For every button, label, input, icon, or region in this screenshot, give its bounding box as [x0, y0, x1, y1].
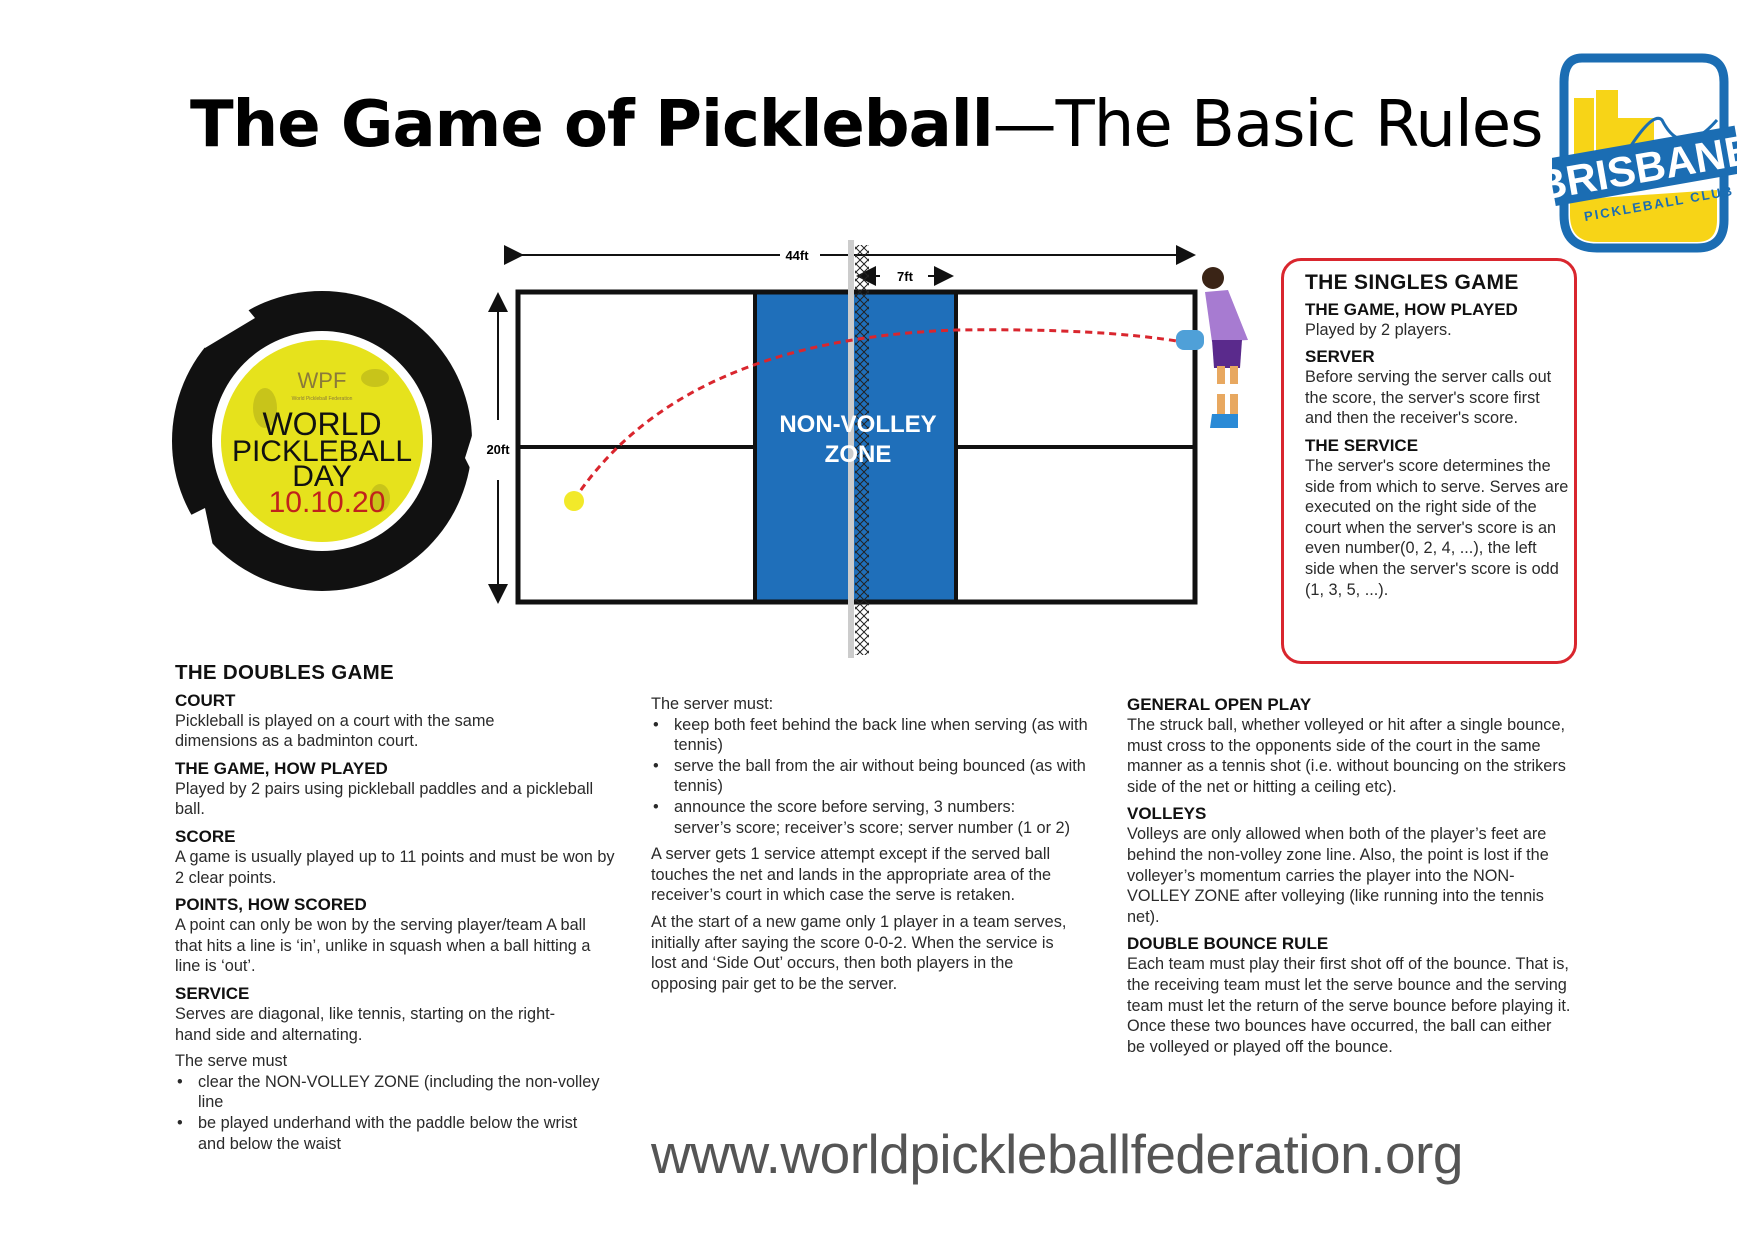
- width-label: 20ft: [486, 442, 510, 457]
- world-pickleball-day-logo: WPF World Pickleball Federation WORLD PI…: [145, 258, 490, 603]
- play-rules-column: GENERAL OPEN PLAY The struck ball, wheth…: [1127, 695, 1571, 1056]
- ball-trajectory: [572, 328, 1184, 501]
- website-link[interactable]: www.worldpickleballfederation.org: [651, 1123, 1463, 1185]
- svg-text:WPF: WPF: [298, 368, 347, 393]
- singles-game-box: THE SINGLES GAME THE GAME, HOW PLAYED Pl…: [1281, 258, 1577, 664]
- svg-text:NON-VOLLEY: NON-VOLLEY: [779, 411, 936, 438]
- svg-text:DAY: DAY: [292, 460, 351, 493]
- net: [855, 245, 869, 655]
- svg-text:WORLD: WORLD: [262, 406, 381, 442]
- page-title: The Game of Pickleball—The Basic Rules: [190, 88, 1543, 162]
- brisbane-pickleball-club-logo: BRISBANE PICKLEBALL CLUB: [1552, 53, 1737, 253]
- doubles-heading: THE DOUBLES GAME: [175, 661, 394, 684]
- ball: [564, 491, 584, 511]
- svg-text:10.10.20: 10.10.20: [269, 486, 386, 519]
- singles-heading: THE SINGLES GAME: [1305, 271, 1519, 294]
- server-rules-column: The server must: keep both feet behind t…: [651, 694, 1096, 1000]
- court-diagram: 44ft 7ft 20ft NON-VOLLEY ZONE: [486, 240, 1248, 658]
- length-label: 44ft: [785, 248, 809, 263]
- doubles-game-column: THE DOUBLES GAME COURT Pickleball is pla…: [175, 661, 625, 1160]
- svg-text:PICKLEBALL: PICKLEBALL: [232, 435, 412, 468]
- kitchen-label: 7ft: [897, 269, 914, 284]
- player-figure: [1176, 267, 1248, 428]
- svg-text:ZONE: ZONE: [825, 441, 892, 468]
- svg-text:World Pickleball Federation: World Pickleball Federation: [292, 396, 353, 402]
